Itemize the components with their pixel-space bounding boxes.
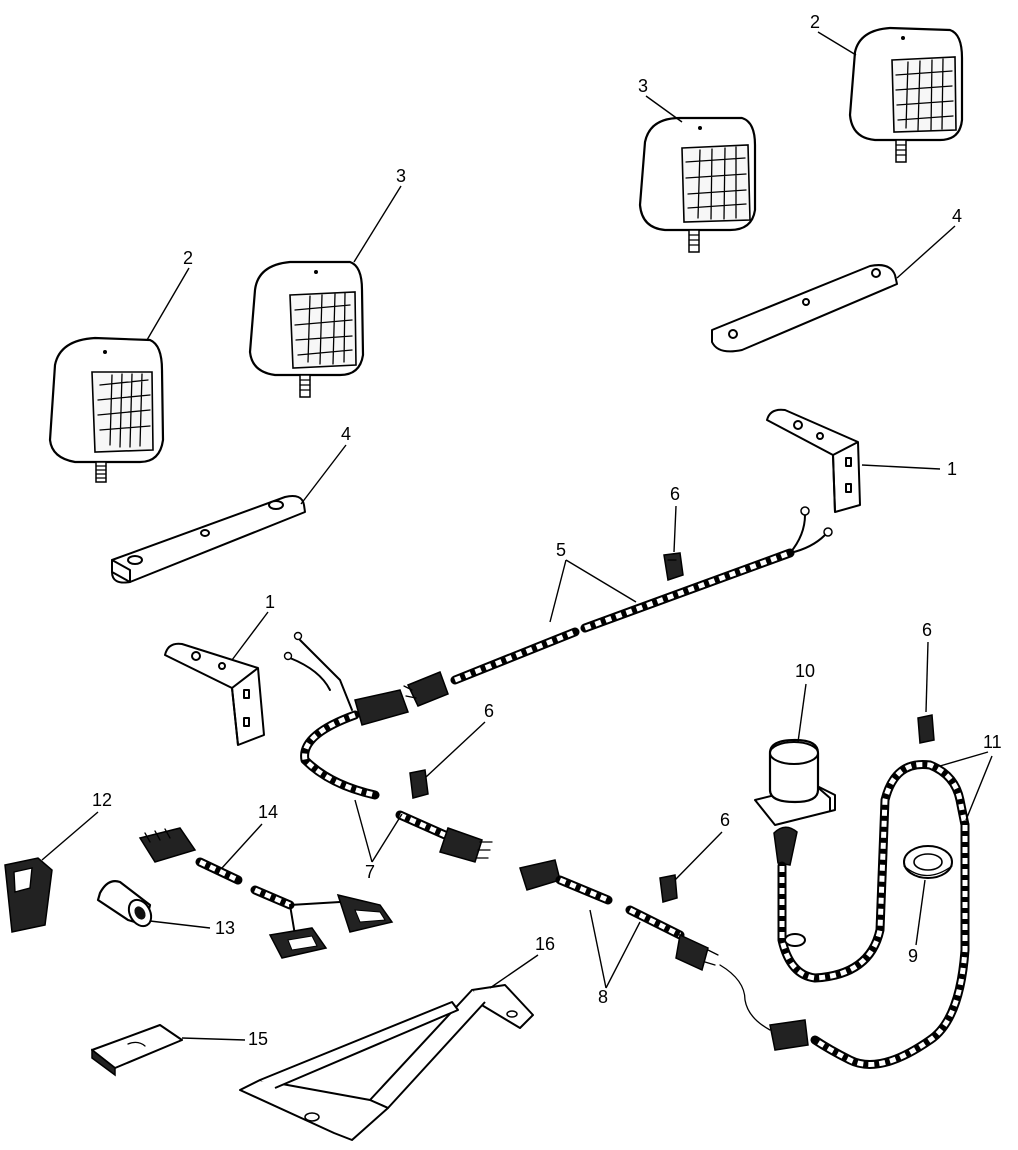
leader-2-left: [146, 267, 190, 341]
leader-4-left: [300, 444, 347, 505]
leader-3-left: [353, 185, 402, 263]
callout-6c: 6: [922, 620, 932, 640]
callout-1-left: 1: [265, 592, 275, 612]
callout-16: 16: [535, 934, 555, 954]
floodlight-right-outer: [848, 26, 964, 163]
grommet-9: [903, 845, 953, 879]
leader-2-right: [817, 31, 857, 56]
floodlight-left-inner: [248, 260, 365, 398]
angle-bracket-left: [164, 642, 265, 746]
leader-12: [41, 811, 99, 861]
callout-6b: 6: [484, 701, 494, 721]
clip-c: [917, 714, 935, 744]
callout-14: 14: [258, 802, 278, 822]
callout-6d: 6: [720, 810, 730, 830]
leader-6a: [673, 505, 677, 553]
callout-4-right: 4: [952, 206, 962, 226]
callout-3-left: 3: [396, 166, 406, 186]
leader-8b: [605, 921, 641, 989]
callout-5: 5: [556, 540, 566, 560]
leader-6d: [674, 831, 723, 881]
callout-2-left: 2: [183, 248, 193, 268]
leader-6c: [925, 641, 929, 713]
wiring-harness-7: [283, 631, 493, 863]
leader-3-right: [645, 95, 683, 123]
callout-15: 15: [248, 1029, 268, 1049]
floodlight-left-outer: [48, 336, 165, 483]
callout-1-right: 1: [947, 459, 957, 479]
leader-15: [181, 1037, 246, 1041]
callout-12: 12: [92, 790, 112, 810]
mounting-plate-left: [111, 495, 306, 584]
callout-8: 8: [598, 987, 608, 1007]
leader-11b: [965, 755, 993, 821]
adapter-harness-14: [138, 827, 394, 959]
leader-16: [489, 954, 539, 989]
wiring-harness-8: [519, 859, 719, 972]
callout-13: 13: [215, 918, 235, 938]
leader-4-right: [896, 225, 956, 279]
callout-4-left: 4: [341, 424, 351, 444]
leader-7b: [371, 813, 403, 863]
leader-5b: [565, 559, 637, 603]
clip-b: [409, 769, 429, 799]
callout-11: 11: [983, 732, 1002, 752]
leader-11a: [939, 751, 989, 767]
leader-13: [149, 920, 211, 929]
connector-12: [4, 857, 53, 933]
callout-7: 7: [365, 862, 375, 882]
callout-6a: 6: [670, 484, 680, 504]
leader-8a: [589, 909, 607, 989]
leader-10: [797, 683, 807, 743]
wiring-harness-main: [403, 506, 833, 707]
leader-1-right: [861, 464, 941, 470]
relay-10: [754, 738, 836, 826]
mounting-plate-right: [711, 264, 898, 353]
wiring-harness-11: [719, 759, 970, 1069]
leader-6b: [425, 721, 486, 778]
leader-9: [915, 879, 926, 946]
callout-2-right: 2: [810, 12, 820, 32]
leader-1-left: [231, 611, 269, 661]
leader-5a: [549, 559, 567, 623]
leader-14: [221, 823, 263, 869]
callout-9: 9: [908, 946, 918, 966]
sleeve-13: [96, 880, 153, 928]
callout-10: 10: [795, 661, 815, 681]
support-bracket-16: [239, 984, 534, 1141]
floodlight-right-inner: [638, 116, 757, 253]
angle-bracket-right: [766, 408, 861, 513]
pad-15: [91, 1024, 183, 1077]
leader-7a: [354, 799, 373, 863]
callout-3-right: 3: [638, 76, 648, 96]
clip-a: [663, 552, 684, 581]
clip-d: [659, 874, 678, 903]
